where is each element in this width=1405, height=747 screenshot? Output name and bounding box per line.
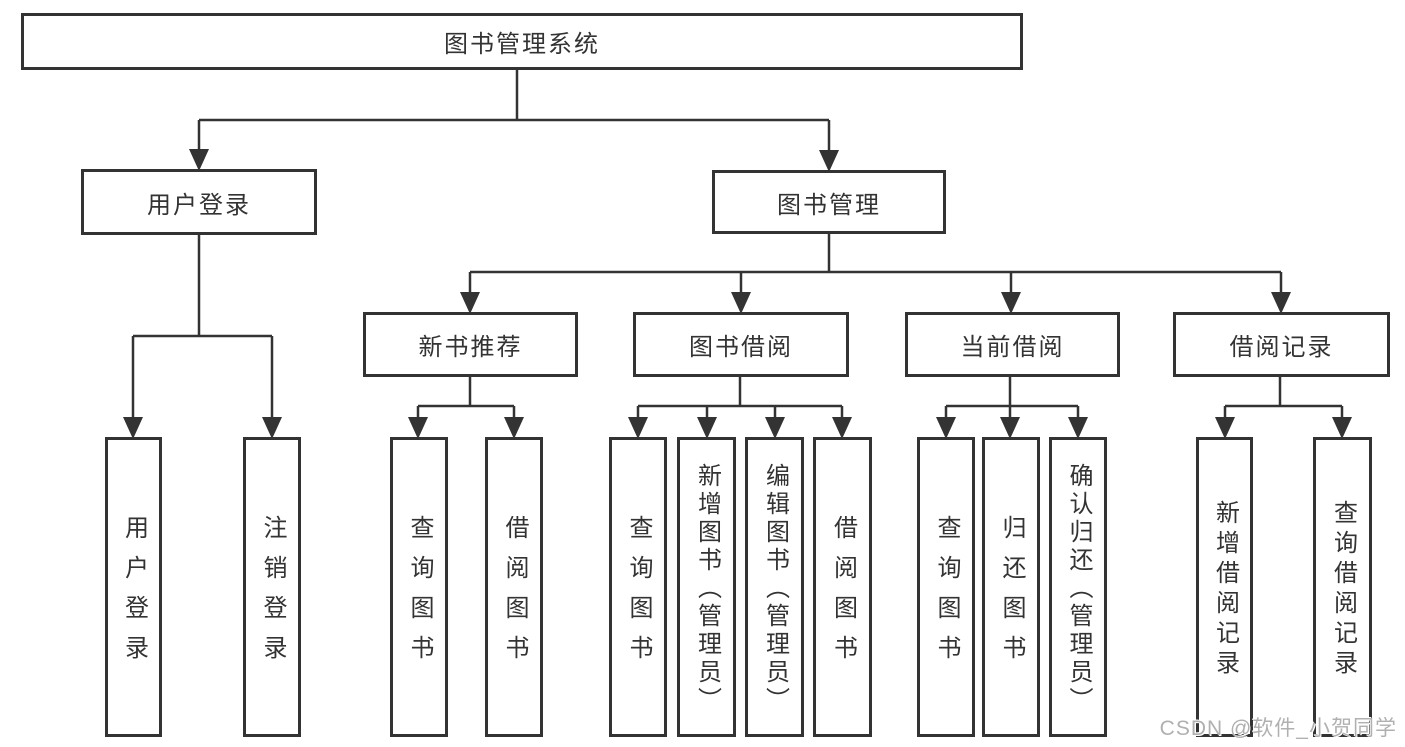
arrowheads [123,149,1352,439]
leaf-query-books-current-label: 查询图书 [933,515,960,675]
leaf-borrow-books-recommend: 借阅图书 [485,437,543,737]
leaf-confirm-return-admin-label: 确认归还（管理员） [1065,463,1092,715]
node-book-management: 图书管理 [712,170,946,234]
leaf-borrow-books-recommend-label: 借阅图书 [501,515,528,675]
node-user-login-label: 用户登录 [147,191,251,219]
node-borrowing-records-label: 借阅记录 [1229,334,1334,361]
node-book-borrowing: 图书借阅 [633,312,849,377]
node-root-label: 图书管理系统 [444,31,600,58]
leaf-borrow-books-label: 借阅图书 [829,515,857,675]
node-borrowing-records: 借阅记录 [1173,312,1390,377]
leaf-query-books-borrow-label: 查询图书 [625,515,652,675]
leaf-edit-books-admin: 编辑图书（管理员） [745,437,804,737]
leaf-edit-books-admin-label: 编辑图书（管理员） [761,463,789,715]
leaf-query-books-recommend: 查询图书 [390,437,448,737]
leaf-return-books: 归还图书 [982,437,1040,737]
leaf-add-books-admin: 新增图书（管理员） [677,437,736,737]
leaf-query-borrow-record-label: 查询借阅记录 [1329,500,1357,680]
leaf-logout-login: 注销登录 [243,437,301,737]
node-current-borrowing-label: 当前借阅 [960,334,1065,361]
leaf-query-books-recommend-label: 查询图书 [406,515,433,675]
node-user-login: 用户登录 [81,169,317,235]
watermark: CSDN @软件_小贺同学 [1159,717,1397,740]
leaf-add-borrow-record-label: 新增借阅记录 [1211,500,1239,680]
leaf-user-login: 用户登录 [105,437,162,737]
node-new-book-recommendation-label: 新书推荐 [418,334,523,361]
node-root: 图书管理系统 [21,13,1023,70]
leaf-return-books-label: 归还图书 [998,515,1025,675]
node-current-borrowing: 当前借阅 [905,312,1120,377]
leaf-borrow-books: 借阅图书 [813,437,872,737]
node-book-borrowing-label: 图书借阅 [689,334,793,361]
leaf-add-borrow-record: 新增借阅记录 [1196,437,1253,737]
leaf-logout-login-label: 注销登录 [259,515,286,675]
node-new-book-recommendation: 新书推荐 [363,312,578,377]
leaf-query-books-current: 查询图书 [917,437,975,737]
leaf-add-books-admin-label: 新增图书（管理员） [693,463,721,715]
leaf-user-login-label: 用户登录 [120,515,148,675]
leaf-query-books-borrow: 查询图书 [609,437,667,737]
leaf-query-borrow-record: 查询借阅记录 [1313,437,1372,737]
leaf-confirm-return-admin: 确认归还（管理员） [1049,437,1107,737]
node-book-management-label: 图书管理 [777,191,881,219]
